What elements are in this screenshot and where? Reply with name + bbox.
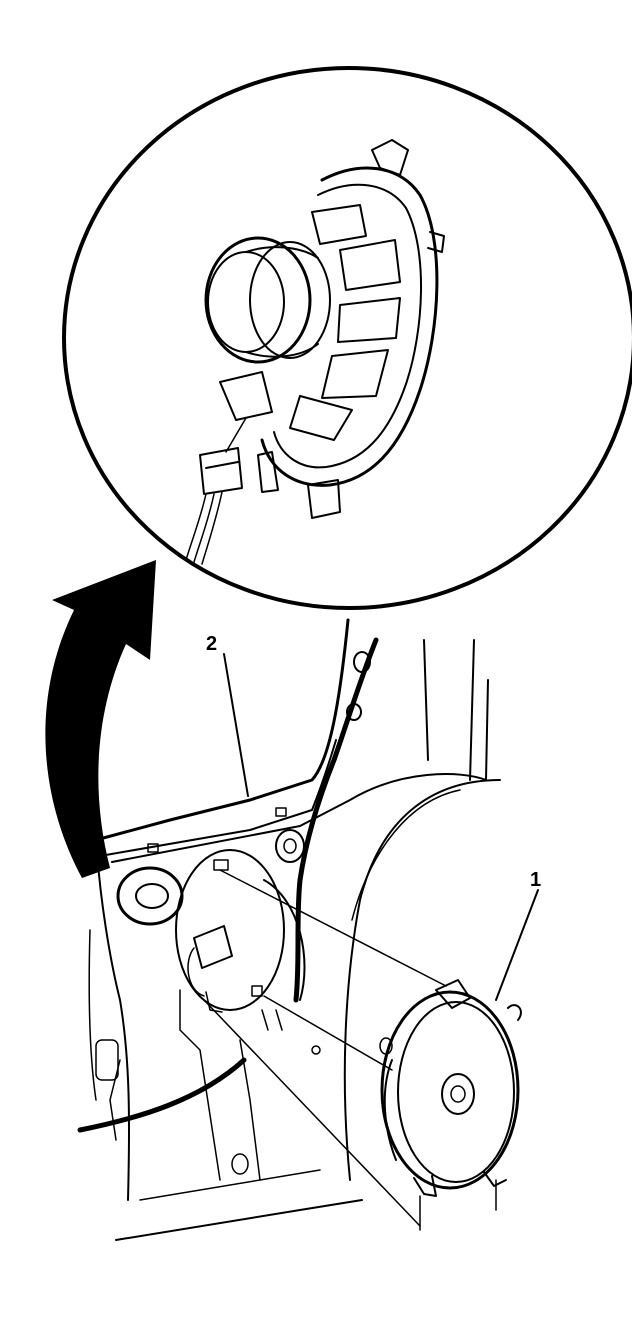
detail-view (62, 66, 632, 610)
callout-label-2: 2 (206, 633, 217, 655)
detail-circle (62, 66, 632, 610)
callout-label-1: 1 (530, 869, 541, 891)
callout-leader-1 (495, 889, 539, 1001)
door-inner-panel (77, 618, 501, 1241)
speaker-detail (185, 139, 445, 565)
alignment-lines (203, 869, 497, 1231)
curved-arrow (45, 560, 156, 878)
callout-leader-2 (223, 653, 249, 797)
speaker (379, 979, 522, 1197)
